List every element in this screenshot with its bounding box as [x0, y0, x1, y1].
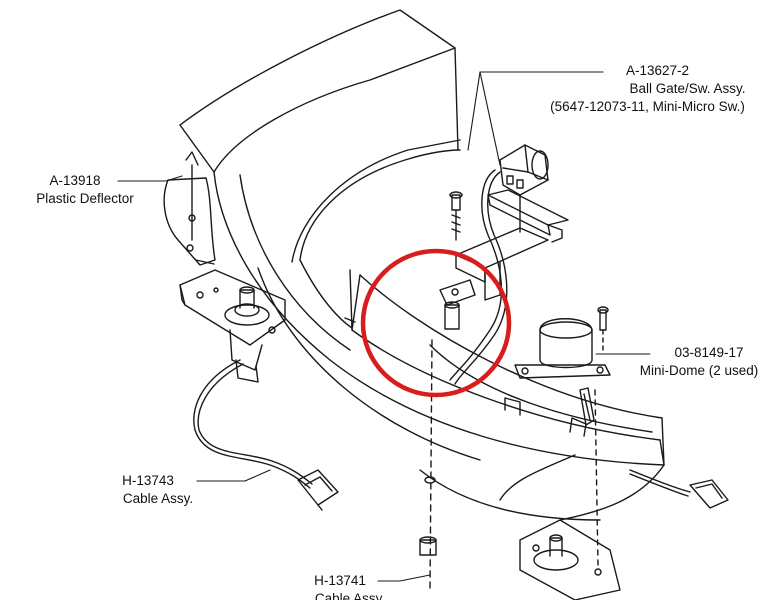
red-circle-highlight — [360, 248, 512, 398]
ball-gate-name: Ball Gate/Sw. Assy. — [629, 81, 746, 96]
plastic-deflector — [163, 151, 216, 266]
mini-dome-lamp — [514, 306, 611, 426]
cable-assy-left-part-number: H-13743 — [122, 473, 174, 488]
cable-assy-bottom-part-number: H-13741 — [314, 573, 366, 588]
cable-assy-bottom-callout: H-13741 Cable Assy. — [300, 572, 400, 600]
plastic-deflector-callout: A-13918 Plastic Deflector — [20, 172, 150, 208]
ball-gate-callout: A-13627-2 Ball Gate/Sw. Assy. (5647-1207… — [520, 62, 775, 116]
cable-assy-bottom-name: Cable Assy. — [314, 591, 386, 600]
left-bracket — [179, 269, 286, 383]
mini-dome-callout: 03-8149-17 Mini-Dome (2 used) — [625, 344, 773, 380]
ball-gate-switch — [439, 144, 569, 385]
cable-right — [629, 469, 729, 509]
lower-bracket — [519, 389, 621, 600]
leader-lines — [117, 71, 651, 582]
alignment-dashed-line — [429, 339, 433, 591]
mini-dome-part-number: 03-8149-17 — [674, 345, 744, 360]
cable-left — [193, 359, 339, 511]
cable-assy-left-name: Cable Assy. — [122, 491, 194, 506]
ball-gate-part-number: A-13627-2 — [625, 63, 690, 78]
mini-dome-name: Mini-Dome (2 used) — [639, 363, 759, 378]
ball-gate-detail: (5647-12073-11, Mini-Micro Sw.) — [550, 99, 745, 114]
plastic-deflector-name: Plastic Deflector — [36, 191, 134, 206]
fasteners-bottom — [419, 476, 437, 556]
cable-assy-left-callout: H-13743 Cable Assy. — [108, 472, 208, 508]
ramp-assembly — [179, 9, 665, 521]
plastic-deflector-part-number: A-13918 — [49, 173, 101, 188]
